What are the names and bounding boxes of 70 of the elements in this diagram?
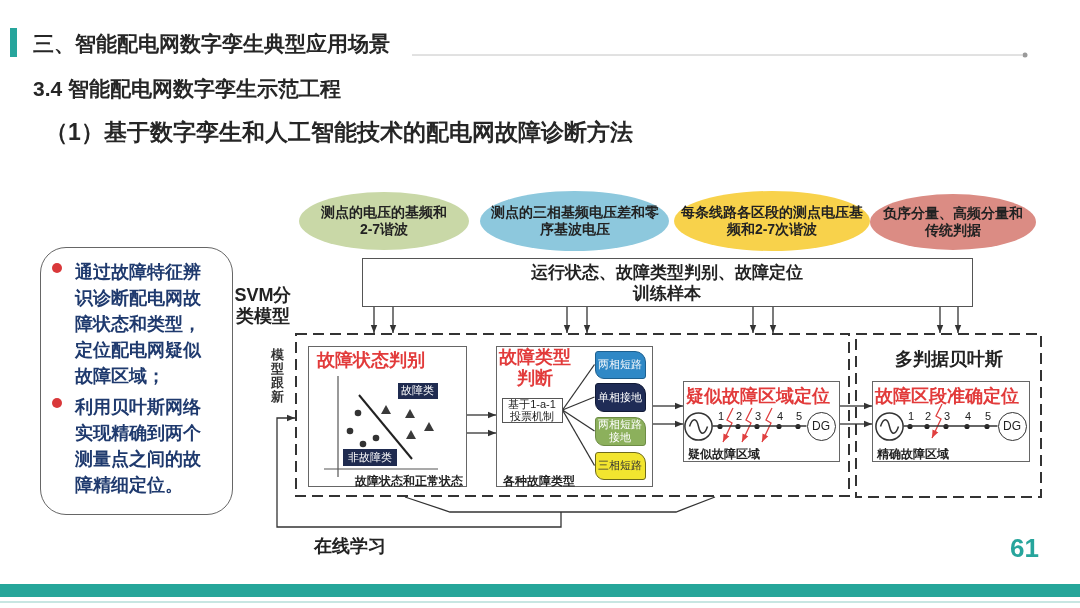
point-number: 1 xyxy=(908,410,915,422)
feedback-arrow xyxy=(276,414,716,528)
class-tag: 故障类 xyxy=(397,382,438,399)
feature-ellipse: 测点的三相基频电压差和零序基波电压 xyxy=(480,191,669,251)
section-heading: 3.4 智能配电网数字孪生示范工程 xyxy=(33,77,342,100)
page-number: 61 xyxy=(1010,534,1039,563)
ac-source-icon xyxy=(683,411,713,441)
point-number: 5 xyxy=(985,410,992,422)
point-number: 2 xyxy=(925,410,932,422)
voting-box: 基于1-a-1投票机制 xyxy=(501,397,563,423)
dg-circle: DG xyxy=(997,411,1027,441)
arrow xyxy=(466,429,497,437)
arrow xyxy=(936,306,944,334)
module-box xyxy=(496,346,653,487)
module-caption: 疑似故障区域 xyxy=(687,446,760,461)
arrow xyxy=(466,411,497,419)
module-box xyxy=(683,381,840,462)
arrow xyxy=(839,420,873,428)
point-number: 3 xyxy=(944,410,951,422)
sample-box: 运行状态、故障类型判别、故障定位训练样本 xyxy=(362,258,973,307)
group-heading: 多判据贝叶斯 xyxy=(895,349,1003,370)
point-number: 4 xyxy=(777,410,784,422)
bullet-text: 利用贝叶斯网络实现精确到两个测量点之间的故障精细定位。 xyxy=(74,395,202,497)
bullet-text: 通过故障特征辨识诊断配电网故障状态和类型，定位配电网疑似故障区域； xyxy=(74,260,202,388)
fault-type-tab: 三相短路 xyxy=(594,451,646,480)
point-number: 3 xyxy=(755,410,762,422)
feature-ellipse: 测点的电压的基频和2-7谐波 xyxy=(299,192,469,250)
module-title: 故障类型判断 xyxy=(497,346,572,389)
connector-line xyxy=(561,396,596,411)
class-tag: 非故障类 xyxy=(342,448,397,466)
arrow xyxy=(583,306,591,334)
dg-circle: DG xyxy=(806,411,836,441)
connector-line xyxy=(561,363,596,411)
point-number: 4 xyxy=(965,410,972,422)
point-number: 2 xyxy=(736,410,743,422)
connector-line xyxy=(902,425,999,427)
module-caption: 故障状态和正常状态 xyxy=(354,473,463,488)
module-title: 故障区段准确定位 xyxy=(874,385,1019,407)
edge-label: 在线学习 xyxy=(313,536,387,557)
module-box xyxy=(308,346,467,487)
group-heading: SVM分类模型 xyxy=(233,285,293,327)
connector-line xyxy=(711,425,808,427)
module-box xyxy=(872,381,1030,462)
arrow xyxy=(370,306,378,334)
module-title: 故障状态判别 xyxy=(316,349,425,371)
arrow xyxy=(389,306,397,334)
vertical-label: 模型跟新 xyxy=(270,348,284,404)
arrow xyxy=(749,306,757,334)
note-panel xyxy=(40,247,233,515)
arrow xyxy=(652,402,684,410)
subsection-heading: （1）基于数字孪生和人工智能技术的配电网故障诊断方法 xyxy=(45,120,633,145)
fault-type-tab: 单相接地 xyxy=(594,382,646,412)
fault-type-tab: 两相短路 xyxy=(594,350,646,379)
arrow xyxy=(563,306,571,334)
module-caption: 精确故障区域 xyxy=(876,446,949,461)
arrow xyxy=(954,306,962,334)
feature-ellipse: 负序分量、高频分量和传统判据 xyxy=(870,194,1036,250)
feature-ellipse: 每条线路各区段的测点电压基频和2-7次谐波 xyxy=(674,191,870,251)
slide-title: 三、智能配电网数字孪生典型应用场景 xyxy=(33,31,390,56)
dashed-group-box xyxy=(855,333,1042,498)
point-number: 5 xyxy=(796,410,803,422)
point-number: 1 xyxy=(718,410,725,422)
fault-type-tab: 两相短路接地 xyxy=(594,416,646,446)
module-title: 疑似故障区域定位 xyxy=(685,385,830,407)
module-caption: 各种故障类型 xyxy=(502,473,575,488)
ac-source-icon xyxy=(874,411,904,441)
arrow xyxy=(839,402,873,410)
arrow xyxy=(769,306,777,334)
arrow xyxy=(652,420,684,428)
connector-line xyxy=(561,409,596,432)
